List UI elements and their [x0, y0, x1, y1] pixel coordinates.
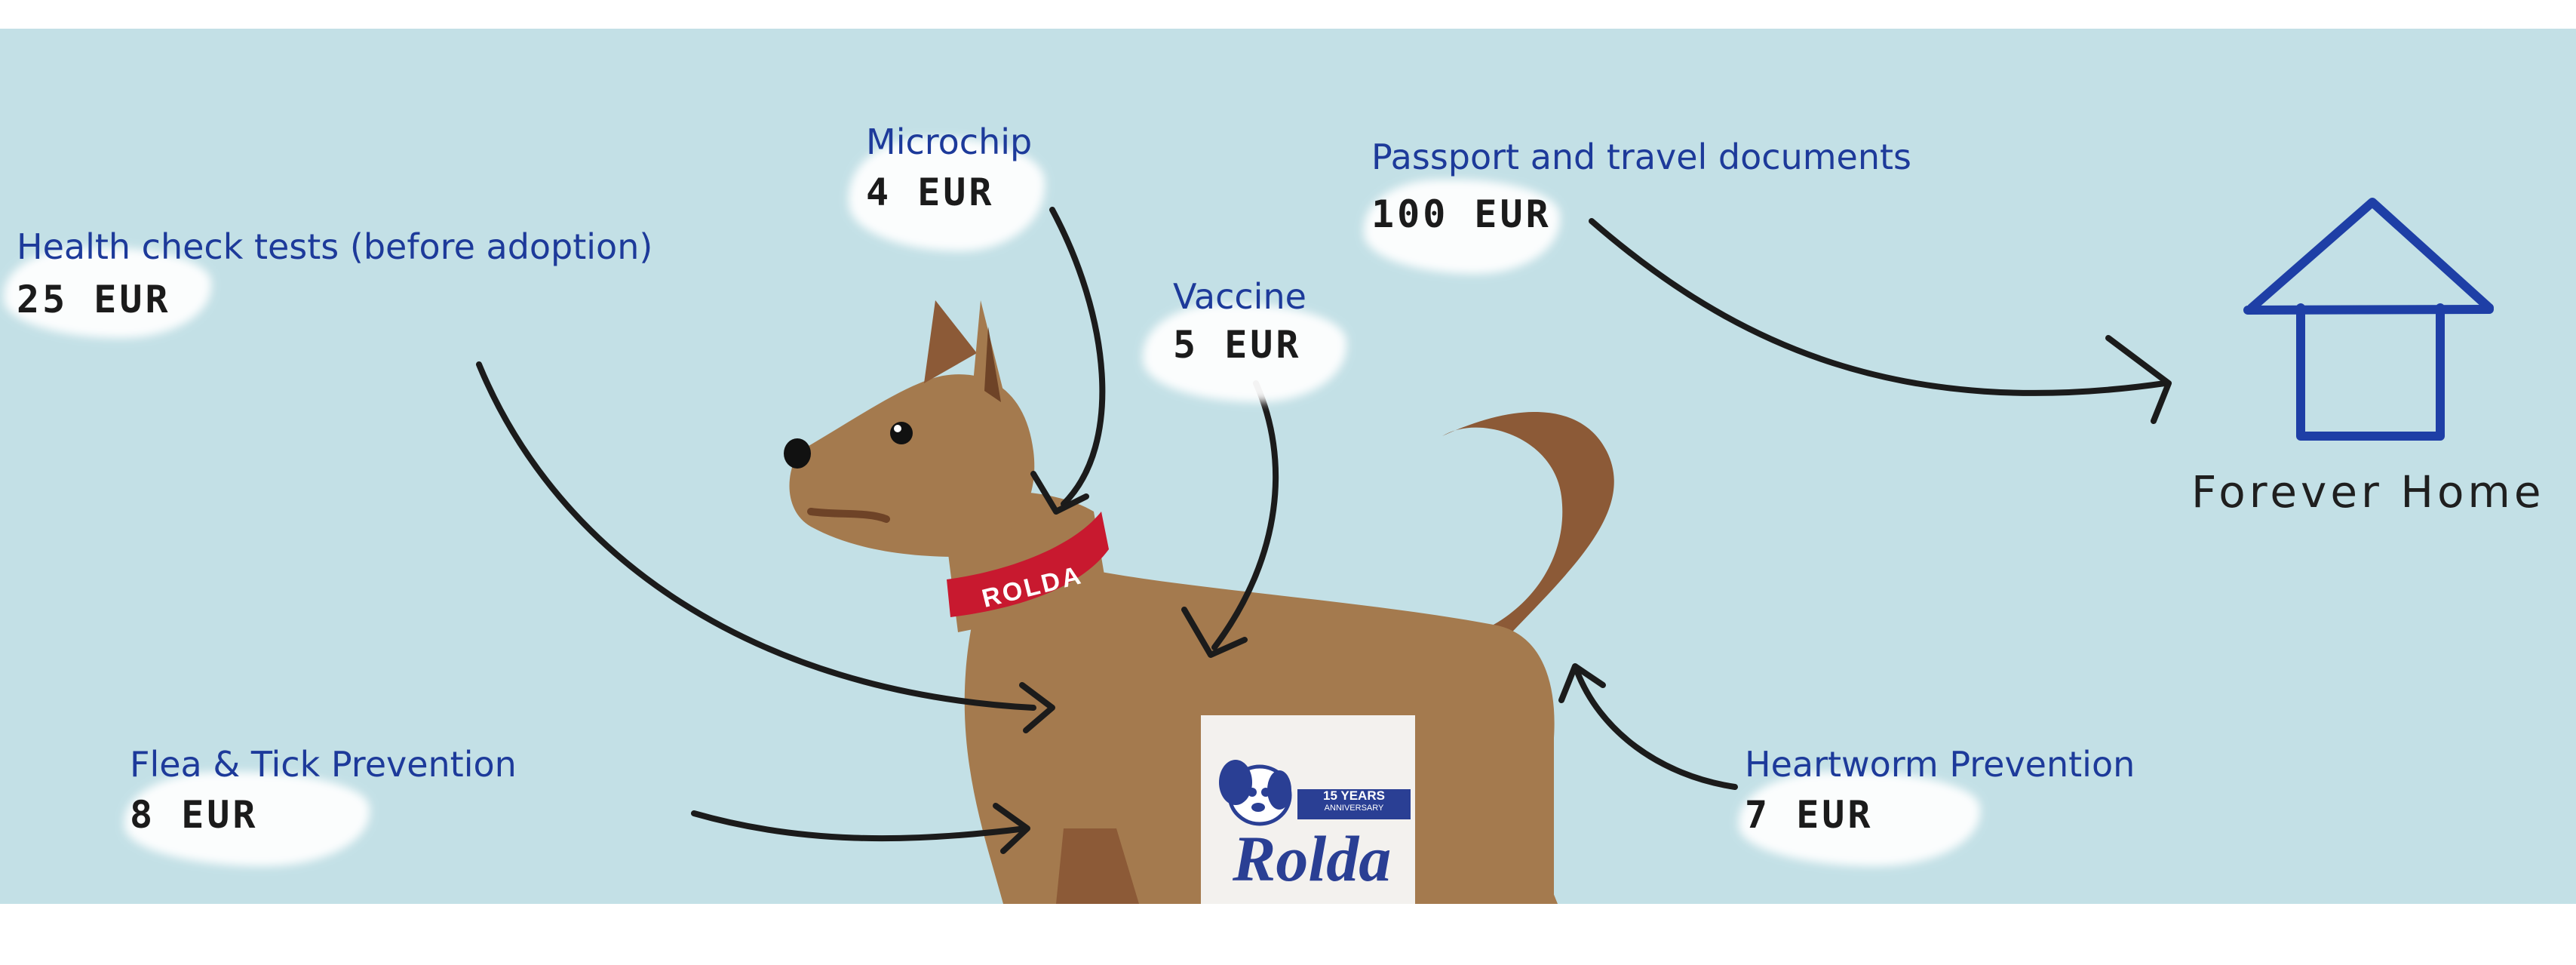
house-icon [2243, 198, 2494, 441]
cost-label-passport: Passport and travel documents [1371, 137, 1911, 177]
dog-tail [1442, 411, 1614, 644]
dog-logo-icon [1219, 760, 1292, 826]
infographic-panel: Health check tests (before adoption) 25 … [0, 29, 2576, 904]
cost-price-microchip: 4 EUR [866, 171, 995, 214]
cost-price-heartworm: 7 EUR [1745, 793, 1874, 837]
price-smudge [1143, 304, 1346, 402]
price-smudge [124, 772, 370, 866]
dog-head [789, 374, 1035, 557]
cost-label-vaccine: Vaccine [1173, 276, 1306, 317]
rolda-logo: 15 YEARS ANNIVERSARY Rolda [1201, 715, 1415, 904]
cost-price-flea: 8 EUR [130, 793, 259, 837]
dog-nose [784, 438, 811, 469]
price-smudge [849, 138, 1045, 251]
dog-eye [890, 422, 913, 444]
price-smudge [1739, 772, 1980, 866]
cost-label-flea: Flea & Tick Prevention [130, 744, 517, 785]
cost-price-passport: 100 EUR [1371, 192, 1552, 236]
cost-price-health: 25 EUR [17, 278, 171, 321]
anniversary-banner: 15 YEARS ANNIVERSARY [1297, 789, 1411, 819]
anniversary-years: 15 YEARS [1323, 788, 1385, 803]
arrows [476, 207, 2172, 854]
dog-collar [947, 512, 1109, 617]
anniversary-text: ANNIVERSARY [1324, 804, 1384, 813]
price-smudge [4, 247, 211, 338]
cost-price-vaccine: 5 EUR [1173, 323, 1302, 367]
rolda-wordmark: Rolda [1233, 822, 1392, 895]
dog-front-leg [1056, 828, 1139, 904]
cost-label-microchip: Microchip [866, 121, 1033, 162]
price-smudge [1364, 180, 1560, 274]
dog-ear-left [924, 300, 977, 383]
cost-label-health: Health check tests (before adoption) [17, 226, 653, 267]
forever-home-label: Forever Home [2191, 466, 2545, 518]
cost-label-heartworm: Heartworm Prevention [1745, 744, 2135, 785]
